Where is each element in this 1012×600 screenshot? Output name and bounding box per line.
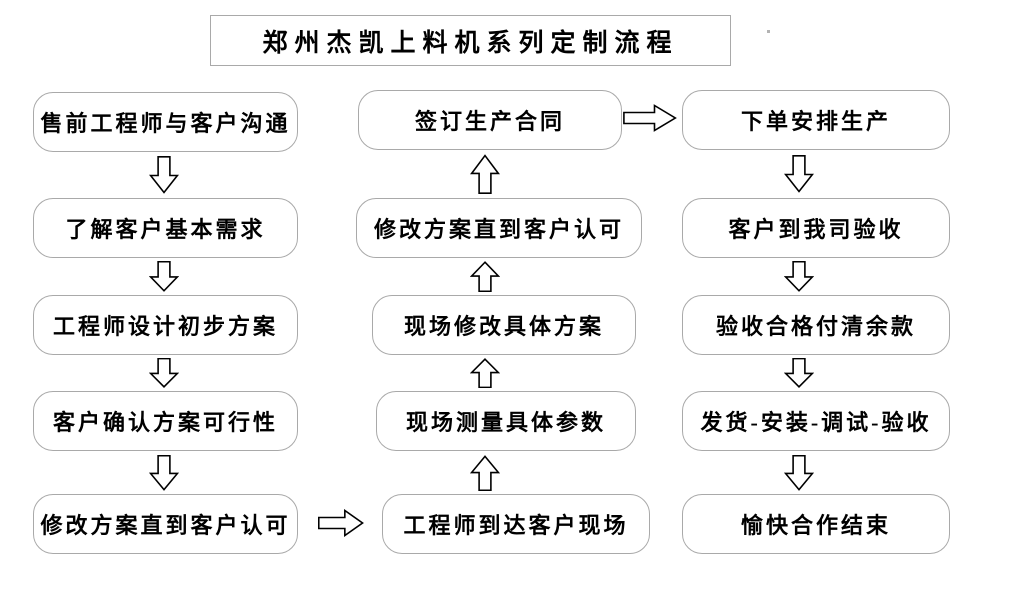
right-arrow-icon (318, 509, 364, 537)
down-arrow-icon (784, 358, 814, 388)
flow-step-label: 现场修改具体方案 (403, 314, 604, 339)
right-arrow-icon (623, 104, 677, 132)
flow-step-label: 客户到我司验收 (728, 217, 904, 242)
flow-step-revise-until-approved-1: 修改方案直到客户认可 (33, 494, 298, 554)
up-arrow-icon (470, 154, 500, 194)
flow-step-label: 签订生产合同 (414, 109, 565, 134)
flow-step-label: 愉快合作结束 (740, 513, 891, 538)
flow-step-label: 客户确认方案可行性 (52, 410, 278, 435)
flow-step-onsite-measure-params: 现场测量具体参数 (376, 391, 636, 451)
flow-step-ship-install-debug-accept: 发货-安装-调试-验收 (682, 391, 950, 451)
flow-step-onsite-revise-plan: 现场修改具体方案 (372, 295, 636, 355)
down-arrow-icon (784, 155, 814, 193)
flow-step-happy-cooperation-end: 愉快合作结束 (682, 494, 950, 554)
flow-step-label: 发货-安装-调试-验收 (700, 410, 932, 435)
flow-step-label: 售前工程师与客户沟通 (40, 111, 291, 136)
down-arrow-icon (149, 358, 179, 388)
flow-step-label: 现场测量具体参数 (405, 410, 606, 435)
flow-step-engineer-arrives-site: 工程师到达客户现场 (382, 494, 650, 554)
flow-step-label: 修改方案直到客户认可 (40, 513, 291, 538)
down-arrow-icon (149, 156, 179, 194)
flow-step-presales-communication: 售前工程师与客户沟通 (33, 92, 298, 152)
flow-step-label: 下单安排生产 (740, 109, 891, 134)
flow-step-label: 验收合格付清余款 (715, 314, 916, 339)
flow-step-customer-acceptance-visit: 客户到我司验收 (682, 198, 950, 258)
flow-step-sign-contract: 签订生产合同 (358, 90, 622, 150)
up-arrow-icon (470, 455, 500, 491)
flow-step-label: 工程师到达客户现场 (403, 513, 629, 538)
flow-step-revise-until-approved-2: 修改方案直到客户认可 (356, 198, 642, 258)
down-arrow-icon (784, 455, 814, 491)
flow-step-understand-needs: 了解客户基本需求 (33, 198, 298, 258)
flow-step-label: 了解客户基本需求 (65, 217, 266, 242)
flow-step-label: 工程师设计初步方案 (52, 314, 278, 339)
stray-dot-artifact (767, 30, 770, 33)
flow-step-confirm-feasibility: 客户确认方案可行性 (33, 391, 298, 451)
down-arrow-icon (784, 261, 814, 292)
up-arrow-icon (470, 358, 500, 388)
flowchart-title: 郑州杰凯上料机系列定制流程 (262, 29, 679, 57)
flow-step-label: 修改方案直到客户认可 (373, 217, 624, 242)
flowchart-title-box: 郑州杰凯上料机系列定制流程 (210, 15, 731, 66)
up-arrow-icon (470, 261, 500, 292)
flow-step-preliminary-design: 工程师设计初步方案 (33, 295, 298, 355)
down-arrow-icon (149, 455, 179, 491)
flow-step-place-order: 下单安排生产 (682, 90, 950, 150)
down-arrow-icon (149, 261, 179, 292)
flow-step-pay-balance: 验收合格付清余款 (682, 295, 950, 355)
